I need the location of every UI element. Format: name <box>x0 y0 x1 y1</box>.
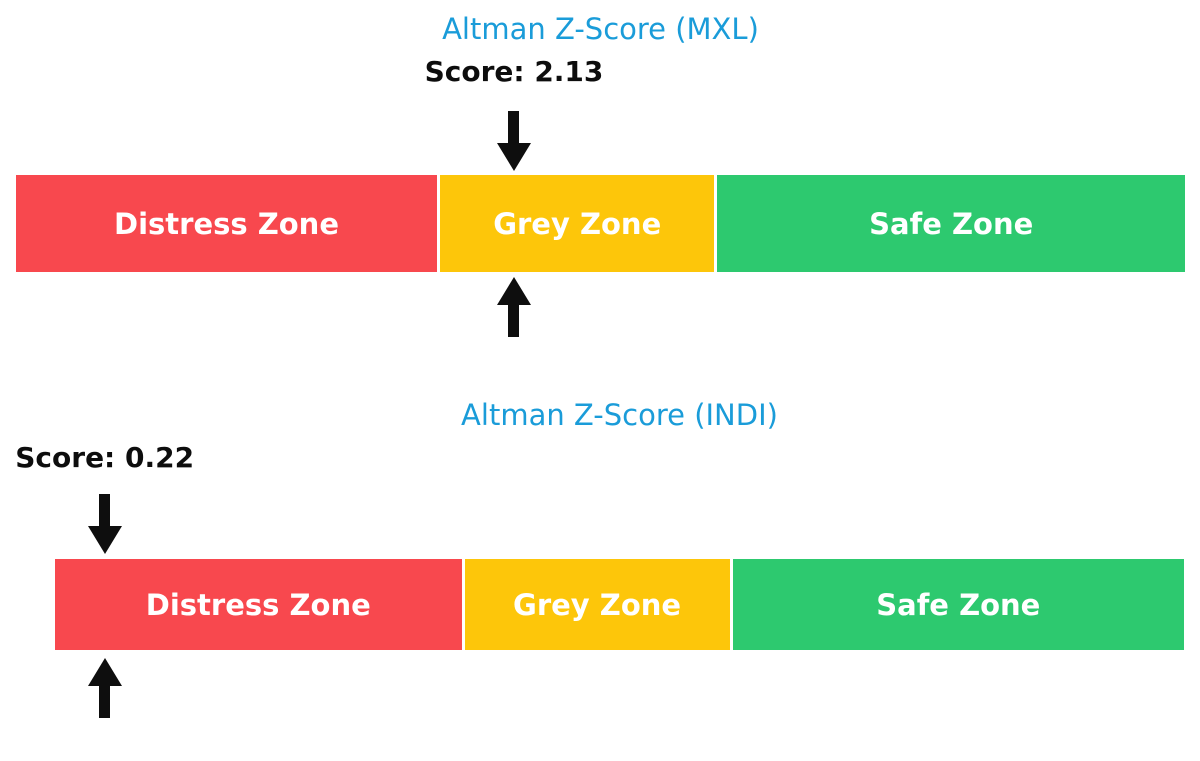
arrow-down-icon <box>496 111 531 171</box>
zone-distress: Distress Zone <box>16 175 437 272</box>
zone-bar: Distress Zone Grey Zone Safe Zone <box>55 559 1185 650</box>
arrow-shaft <box>99 686 111 718</box>
zone-label: Safe Zone <box>869 206 1034 241</box>
zone-label: Grey Zone <box>513 587 682 622</box>
score-label: Score: 2.13 <box>424 55 604 88</box>
chart-title: Altman Z-Score (INDI) <box>461 398 778 432</box>
zone-label: Grey Zone <box>493 206 662 241</box>
arrow-head <box>496 277 531 305</box>
arrow-shaft <box>99 494 111 526</box>
zone-label: Safe Zone <box>876 587 1041 622</box>
zone-safe: Safe Zone <box>732 559 1185 650</box>
arrow-down-icon <box>87 494 122 554</box>
zone-distress: Distress Zone <box>55 559 462 650</box>
arrow-head <box>496 143 531 171</box>
arrow-shaft <box>508 111 520 143</box>
zone-grey: Grey Zone <box>464 559 730 650</box>
arrow-shaft <box>508 305 520 337</box>
arrow-up-icon <box>87 658 122 718</box>
arrow-up-icon <box>496 277 531 337</box>
zone-safe: Safe Zone <box>717 175 1185 272</box>
score-label: Score: 0.22 <box>15 441 195 474</box>
zone-bar: Distress Zone Grey Zone Safe Zone <box>16 175 1185 272</box>
chart-title: Altman Z-Score (MXL) <box>442 12 759 46</box>
zone-grey: Grey Zone <box>440 175 715 272</box>
zone-label: Distress Zone <box>145 587 371 622</box>
zone-label: Distress Zone <box>114 206 339 241</box>
arrow-head <box>87 658 122 686</box>
arrow-head <box>87 526 122 554</box>
